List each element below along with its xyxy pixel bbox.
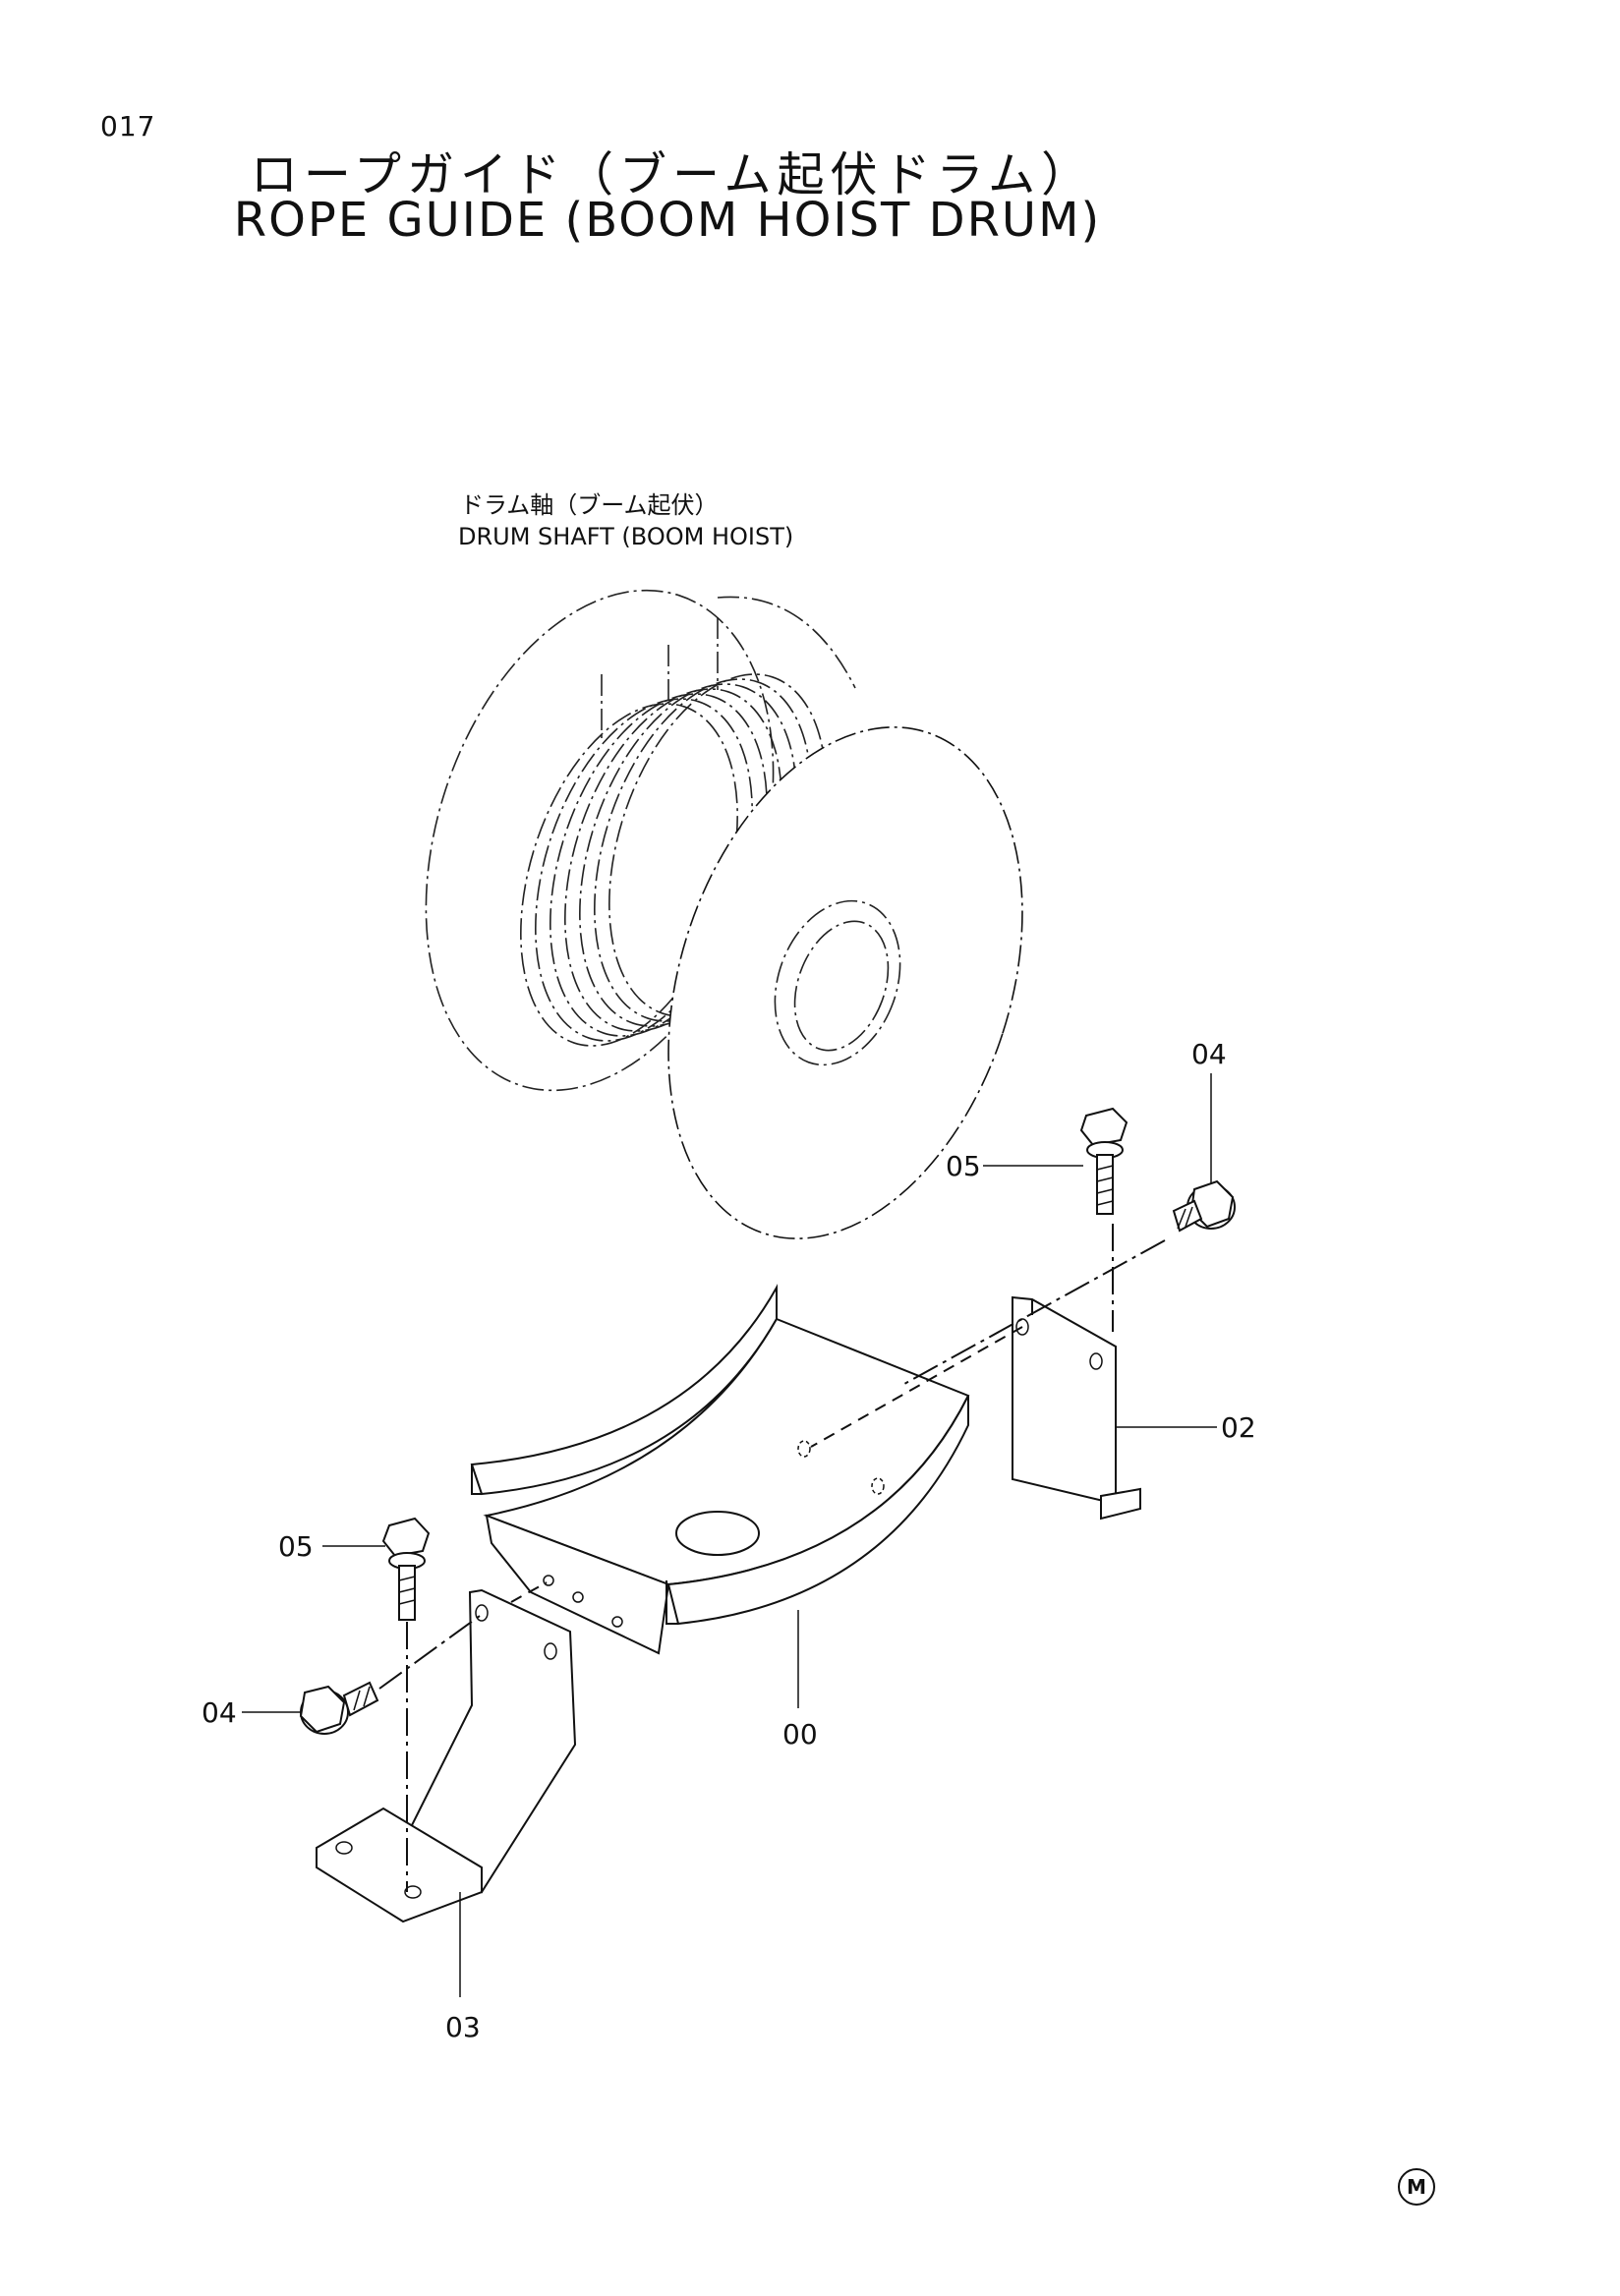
drum-shaft-phantom [425, 589, 1023, 1239]
part-00-rope-guide-plate [470, 1284, 970, 1655]
callout-02: 02 [1221, 1411, 1256, 1444]
callout-03: 03 [445, 2011, 481, 2043]
part-05-bolt-left [381, 1517, 431, 1621]
part-05-bolt-right [1079, 1107, 1128, 1215]
callout-05-left: 05 [278, 1530, 314, 1563]
page-title-japanese: ロープガイド（ブーム起伏ドラム） [250, 147, 1095, 202]
page-title-english: ROPE GUIDE (BOOM HOIST DRUM) [233, 193, 1102, 248]
callout-04-left: 04 [202, 1696, 237, 1729]
callout-04-right: 04 [1191, 1038, 1227, 1070]
assembly-lines [378, 1224, 1166, 1892]
drum-shaft-label-ja: ドラム軸（ブーム起伏） [460, 491, 719, 519]
part-04-bolt-right [1172, 1179, 1236, 1233]
page-number: 017 [100, 110, 156, 143]
callout-05-right: 05 [946, 1150, 981, 1182]
callout-leaders [242, 1073, 1217, 1997]
drum-shaft-label-en: DRUM SHAFT (BOOM HOIST) [458, 523, 793, 550]
part-03-bracket-left [316, 1588, 577, 1923]
part-02-bracket-right [1012, 1295, 1141, 1521]
part-04-bolt-left [299, 1681, 379, 1735]
circled-m-mark: M [1398, 2168, 1435, 2206]
callout-00: 00 [782, 1718, 818, 1751]
